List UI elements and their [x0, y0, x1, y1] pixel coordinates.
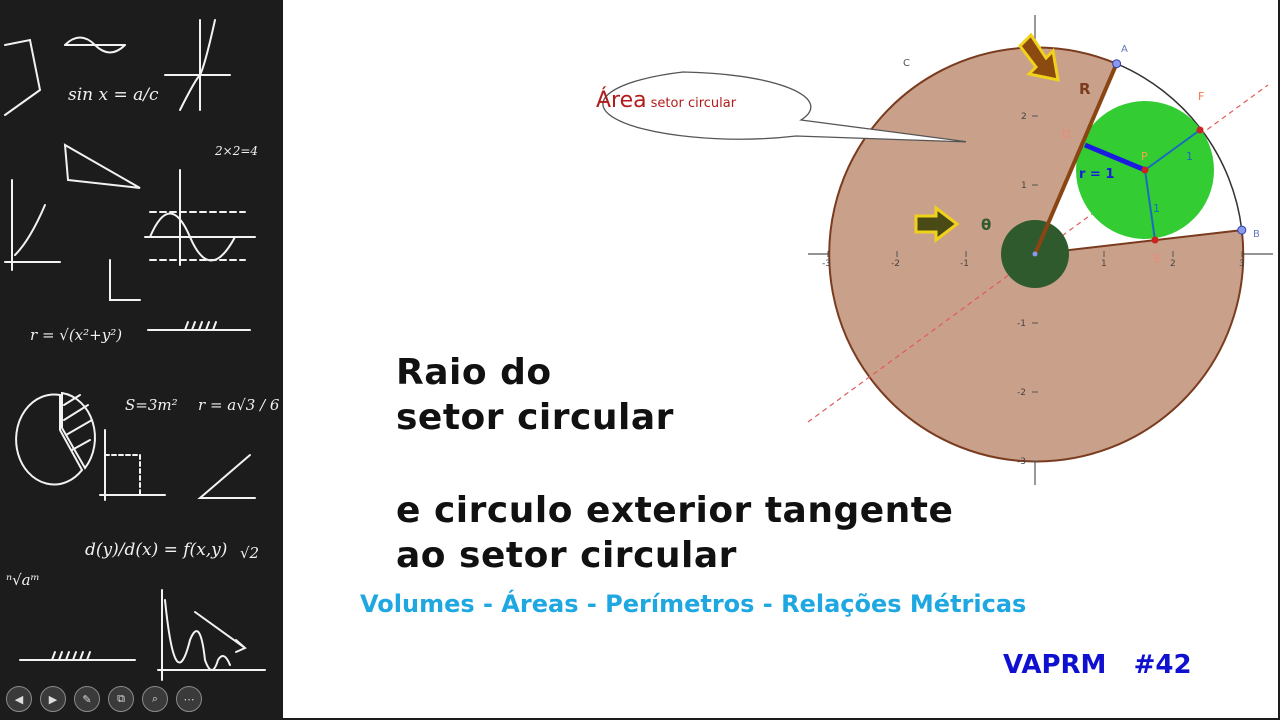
slideshow-nav: ◀ ▶ ✎ ⧉ ⌕ ⋯ — [6, 686, 202, 714]
formula-derivative: d(y)/d(x) = f(x,y) — [85, 540, 227, 560]
x-tick-1: 1 — [1101, 259, 1107, 269]
formula-sqrt2: √2 — [240, 544, 259, 562]
title-line-1: Raio do — [396, 352, 552, 393]
pen-tool-button[interactable]: ✎ — [74, 686, 100, 712]
point-a — [1112, 59, 1122, 69]
label-p: P — [1141, 150, 1148, 163]
next-slide-button[interactable]: ▶ — [40, 686, 66, 712]
callout-main-text: Área — [596, 88, 647, 113]
y-tick-neg3: -3 — [1017, 457, 1026, 467]
point-p — [1141, 166, 1149, 174]
geometry-diagram: -3 -2 -1 1 2 3 2 1 -1 -2 -3 A — [807, 15, 1273, 485]
x-tick-2: 2 — [1170, 259, 1176, 269]
x-tick-neg1: -1 — [960, 259, 969, 269]
formula-root: r = √(x²+y²) — [30, 326, 122, 344]
label-big-radius: R — [1079, 80, 1091, 98]
label-e: E — [1154, 252, 1161, 265]
callout-sub-text: setor circular — [650, 96, 737, 111]
label-segment-pf: 1 — [1186, 150, 1193, 163]
point-b — [1237, 225, 1247, 235]
formula-2x2: 2×2=4 — [214, 144, 258, 158]
segment-pf — [1144, 129, 1201, 171]
y-tick-neg2: -2 — [1017, 388, 1026, 398]
see-all-slides-button[interactable]: ⧉ — [108, 686, 134, 712]
y-tick-1: 1 — [1021, 181, 1027, 191]
formula-area: S=3m² — [125, 396, 178, 414]
x-tick-neg3: -3 — [822, 259, 831, 269]
origin-point — [1032, 251, 1038, 257]
point-f — [1196, 126, 1204, 134]
point-e — [1151, 236, 1159, 244]
label-a: A — [1121, 44, 1128, 55]
x-tick-neg2: -2 — [891, 259, 900, 269]
formula-root-am: ⁿ√aᵐ — [6, 571, 40, 589]
label-angle: θ — [981, 216, 991, 234]
segment-pe — [1144, 169, 1156, 241]
prev-slide-button[interactable]: ◀ — [6, 686, 32, 712]
callout-bubble — [602, 71, 966, 143]
radius-arrow-icon — [1018, 32, 1060, 82]
formula-doodles: sin x = a/c 2×2=4 r = √(x²+y²) S=3m² r =… — [4, 19, 280, 681]
slide-canvas: -3 -2 -1 1 2 3 2 1 -1 -2 -3 A — [283, 0, 1280, 720]
small-radius-line — [1084, 142, 1146, 173]
y-tick-neg1: -1 — [1017, 319, 1026, 329]
x-tick-3: 3 — [1239, 259, 1245, 269]
formula-r-sqrt3: r = a√3 / 6 — [198, 396, 280, 414]
more-options-button[interactable]: ⋯ — [176, 686, 202, 712]
title-line-2: setor circular — [396, 397, 674, 438]
big-radius-line — [1033, 62, 1119, 255]
label-small-radius: r = 1 — [1079, 167, 1114, 182]
formula-sin: sin x = a/c — [68, 85, 159, 105]
callout-shape — [602, 71, 966, 143]
zoom-button[interactable]: ⌕ — [142, 686, 168, 712]
label-segment-pe: 1 — [1153, 202, 1160, 215]
topics-subtitle: Volumes - Áreas - Perímetros - Relações … — [360, 590, 1027, 618]
formula-sidebar: sin x = a/c 2×2=4 r = √(x²+y²) S=3m² r =… — [0, 0, 283, 720]
label-f: F — [1198, 90, 1204, 103]
title-line-3: e circulo exterior tangente — [396, 490, 954, 531]
y-tick-2: 2 — [1021, 112, 1027, 122]
label-c: C — [903, 58, 910, 69]
angle-arrow-icon — [914, 204, 960, 244]
label-d: D — [1062, 128, 1070, 141]
label-b: B — [1253, 229, 1260, 240]
title-line-4: ao setor circular — [396, 535, 737, 576]
series-tag: VAPRM #42 — [1003, 650, 1192, 680]
